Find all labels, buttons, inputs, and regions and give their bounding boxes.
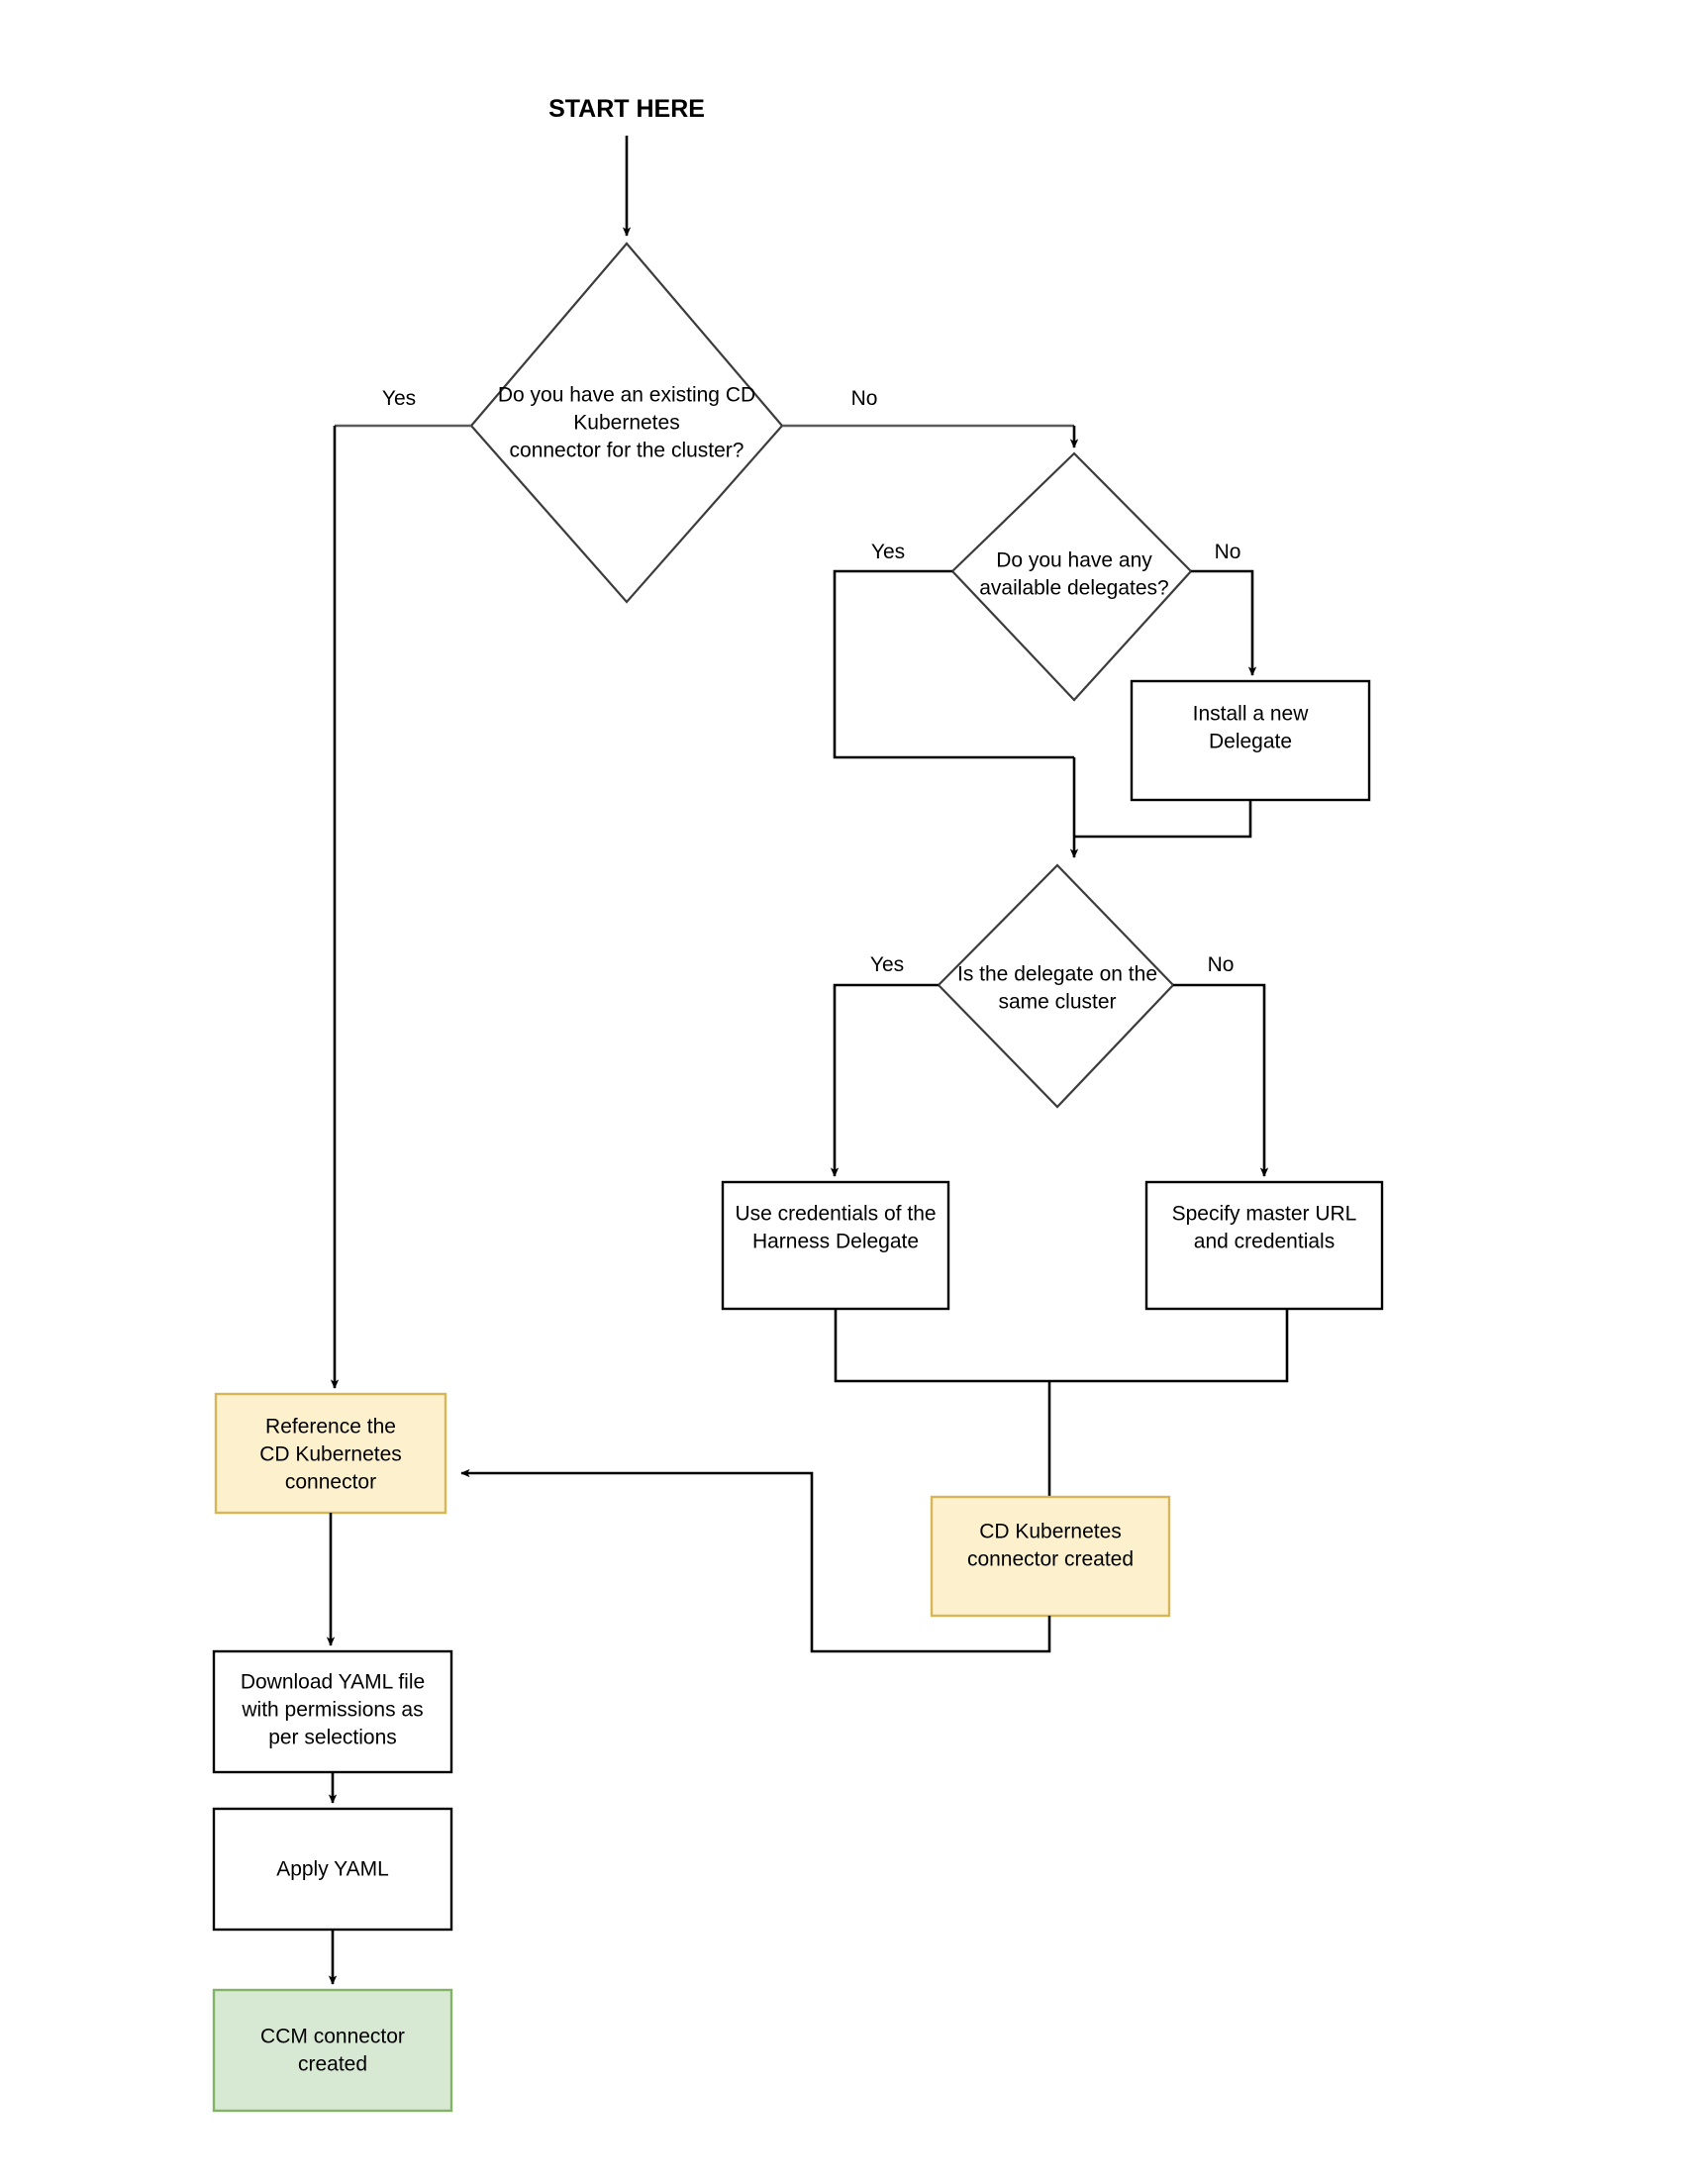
edge-label-d1-no: No [851,387,878,410]
box-download-yaml-line3: per selections [268,1727,397,1749]
box-install-delegate[interactable] [1130,679,1371,802]
box-install-delegate-line1: Install a new [1193,703,1310,726]
start-here-label: START HERE [548,95,705,123]
edge-label-d3-yes: Yes [870,953,904,976]
edge-label-d2-no: No [1215,541,1241,563]
decision-available-delegates-line1: Do you have any [996,549,1152,572]
edge-label-d3-no: No [1208,953,1235,976]
edge-install-delegate-to-d3 [1074,800,1252,839]
box-cd-connector-created-line2: connector created [967,1548,1134,1571]
box-ccm-connector-created-line1: CCM connector [260,2026,405,2048]
decision-existing-cd-connector[interactable] [469,242,784,604]
decision-delegate-same-cluster-line1: Is the delegate on the [957,963,1157,986]
box-apply-yaml[interactable] [212,1807,453,1932]
edge-label-d2-yes: Yes [871,541,905,563]
box-download-yaml-line2: with permissions as [241,1699,423,1722]
box-apply-yaml-line1: Apply YAML [276,1858,389,1881]
edge-merge-credentials-paths [834,1309,1289,1383]
box-install-delegate-line2: Delegate [1209,731,1292,753]
decision-existing-cd-connector-line1: Do you have an existing CD [498,384,755,407]
edge-cd-connector-created-to-reference [460,1468,1051,1653]
box-use-credentials[interactable] [721,1180,950,1311]
decision-existing-cd-connector-line3: connector for the cluster? [510,440,744,462]
box-download-yaml-line1: Download YAML file [241,1671,425,1694]
box-specify-master-url-line2: and credentials [1194,1231,1335,1253]
box-reference-connector-line1: Reference the [265,1416,396,1439]
box-specify-master-url-line1: Specify master URL [1172,1203,1357,1226]
edge-d3-no-to-specify-master-url [1173,983,1269,1177]
box-use-credentials-line2: Harness Delegate [752,1231,919,1253]
edge-d3-yes-to-use-credentials [830,983,939,1177]
decision-delegate-same-cluster-line2: same cluster [998,991,1116,1014]
box-ccm-connector-created[interactable] [212,1988,453,2113]
decision-existing-cd-connector-line2: Kubernetes [573,412,679,435]
decision-available-delegates-line2: available delegates? [979,577,1168,600]
edge-d2-no-to-install-delegate [1191,569,1257,676]
box-cd-connector-created-line1: CD Kubernetes [979,1521,1122,1543]
box-specify-master-url[interactable] [1144,1180,1384,1311]
edge-d2-yes-path [833,569,1074,759]
box-reference-connector-line3: connector [285,1471,376,1494]
box-reference-connector-line2: CD Kubernetes [259,1443,402,1466]
box-reference-connector[interactable] [214,1392,447,1515]
decision-available-delegates[interactable] [950,451,1193,702]
edge-label-d1-yes: Yes [382,387,416,410]
box-ccm-connector-created-line2: created [298,2053,367,2076]
box-use-credentials-line1: Use credentials of the [735,1203,936,1226]
decision-delegate-same-cluster[interactable] [937,863,1175,1109]
